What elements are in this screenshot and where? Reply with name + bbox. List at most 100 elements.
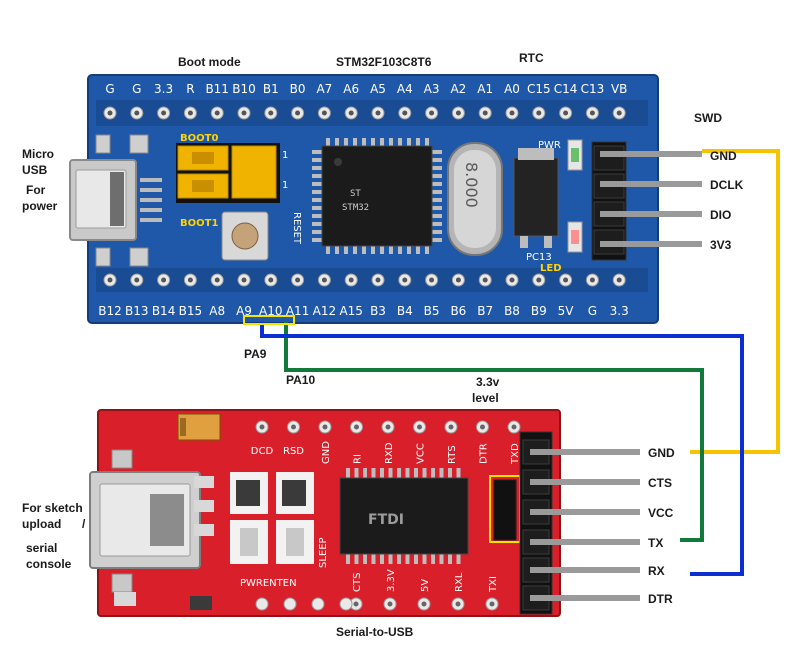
sketch-label-3: serial xyxy=(26,541,57,555)
ftdi-pin-label: DTR xyxy=(648,592,673,606)
top-pin-label: A6 xyxy=(343,82,359,96)
red-top-pin-label: RTS xyxy=(447,445,458,464)
pin-lead xyxy=(530,567,640,573)
top-pin-label: A5 xyxy=(370,82,386,96)
bottom-pin-label: B4 xyxy=(397,304,413,318)
gnd-wire-yellow xyxy=(690,149,780,454)
red-top-pin-label: RI xyxy=(353,454,364,464)
bottom-pin-label: A9 xyxy=(236,304,252,318)
rtc-label: RTC xyxy=(519,51,544,65)
red-top-pin-label: RSD xyxy=(283,446,304,457)
serial-to-usb-label: Serial-to-USB xyxy=(336,625,414,639)
ftdi-pin-label: RX xyxy=(648,564,665,578)
sleep-label: SLEEP xyxy=(318,537,329,568)
bottom-pin-label: B7 xyxy=(477,304,493,318)
top-pin-label: C15 xyxy=(527,82,551,96)
crystal-oscillator: 8.000 xyxy=(447,142,503,256)
bottom-pin-label: B13 xyxy=(125,304,149,318)
swd-label: SWD xyxy=(694,111,722,125)
bottom-pin-label: B6 xyxy=(450,304,466,318)
bottom-pin-label: A12 xyxy=(313,304,336,318)
ftdi-pin-label: GND xyxy=(648,446,675,460)
pa10-label: PA10 xyxy=(286,373,315,387)
wires xyxy=(243,149,780,576)
boot-jumpers: 1 1 xyxy=(176,143,288,203)
bottom-pin-label: A15 xyxy=(339,304,362,318)
bottom-pin-label: 3.3 xyxy=(610,304,629,318)
pc13-label: PC13 xyxy=(526,252,552,263)
top-pin-label: A4 xyxy=(397,82,413,96)
top-pin-label: G xyxy=(132,82,141,96)
micro-usb-connector xyxy=(69,134,162,267)
boot-mode-label: Boot mode xyxy=(178,55,241,69)
pa9-wire-blue xyxy=(260,322,744,576)
ftdi-pin-leads xyxy=(530,449,640,601)
red-top-pin-label: VCC xyxy=(416,443,427,464)
pwr-label: PWR xyxy=(538,140,561,151)
top-pin-label: A0 xyxy=(504,82,520,96)
swd-pin-label: 3V3 xyxy=(710,238,732,252)
reset-button[interactable] xyxy=(221,211,269,261)
bottom-pin-label: B5 xyxy=(424,304,440,318)
pwrenten-label: PWRENTEN xyxy=(240,578,297,589)
swd-pin-label: DIO xyxy=(710,208,731,222)
svg-text:1: 1 xyxy=(282,150,288,161)
bottom-pin-label: A10 xyxy=(259,304,282,318)
swd-pin-label: DCLK xyxy=(710,178,744,192)
bottom-pin-label: 5V xyxy=(558,304,575,318)
top-pin-label: B0 xyxy=(290,82,306,96)
bottom-pin-label: B12 xyxy=(98,304,122,318)
svg-text:ST: ST xyxy=(350,189,361,199)
voltage-regulator xyxy=(513,148,559,248)
red-bottom-pin-label: 3.3V xyxy=(386,569,397,592)
mini-usb-connector xyxy=(89,449,201,593)
boot0-label: BOOT0 xyxy=(180,133,218,144)
pin-lead xyxy=(530,595,640,601)
red-top-pin-label: DTR xyxy=(479,443,490,464)
bottom-pin-label: A11 xyxy=(286,304,309,318)
red-top-pin-label: GND xyxy=(321,441,332,464)
red-bottom-pin-label: 5V xyxy=(420,579,431,592)
red-bottom-pin-label: RXL xyxy=(454,572,465,592)
ftdi-chip-text: FTDI xyxy=(368,512,404,528)
top-pin-label: B1 xyxy=(263,82,279,96)
level-label-2: level xyxy=(472,391,499,405)
ftdi-header xyxy=(519,431,553,615)
top-pin-label: A3 xyxy=(424,82,440,96)
bottom-pin-label: B8 xyxy=(504,304,520,318)
mcu-label: STM32F103C8T6 xyxy=(336,55,432,69)
ftdi-chip: FTDI xyxy=(339,468,469,564)
reset-label: RESET xyxy=(291,212,302,245)
crystal-text: 8.000 xyxy=(462,162,481,208)
top-pin-label: G xyxy=(105,82,114,96)
for-power-label-1: For xyxy=(26,183,46,197)
sketch-label-2: upload xyxy=(22,517,61,531)
bottom-pin-holes xyxy=(103,273,626,287)
swd-pin-label: GND xyxy=(710,149,737,163)
swd-pin-labels: GND DCLK DIO 3V3 xyxy=(710,149,744,252)
top-pin-label: A7 xyxy=(316,82,332,96)
sketch-label-4: console xyxy=(26,557,72,571)
top-pin-holes xyxy=(103,106,626,120)
red-top-pin-label: TXD xyxy=(510,443,521,465)
red-top-pin-label: DCD xyxy=(251,446,274,457)
pin-lead xyxy=(530,479,640,485)
mcu-chip: ST STM32 xyxy=(312,138,442,254)
bottom-pin-label: B15 xyxy=(179,304,203,318)
red-bottom-pin-label: CTS xyxy=(352,573,363,592)
bottom-pin-label: G xyxy=(588,304,597,318)
pa10-wire-green xyxy=(284,322,704,542)
micro-usb-label-1: Micro xyxy=(22,147,54,161)
red-top-pin-label: RXD xyxy=(384,442,395,464)
voltage-jumper xyxy=(493,479,517,541)
top-pin-label: C14 xyxy=(554,82,578,96)
top-pin-label: C13 xyxy=(581,82,605,96)
svg-text:1: 1 xyxy=(282,180,288,191)
top-pin-label: VB xyxy=(611,82,627,96)
